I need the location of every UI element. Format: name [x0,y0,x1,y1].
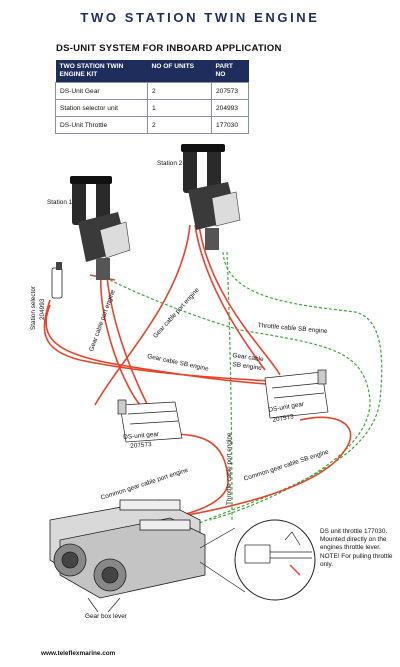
page-title: TWO STATION TWIN ENGINE [80,10,320,25]
kit-table-header: NO OF UNITS [147,60,212,83]
station-selector-label: Station selector [30,285,37,330]
throttle-note: DS unit throttle 177030. Mounted directl… [320,528,393,568]
table-row: DS-Unit Throttle 2 177030 [55,116,249,134]
station2-label: Station 2 [157,160,183,167]
ds-unit-gear-right [264,369,329,419]
page-subtitle: DS-UNIT SYSTEM FOR INBOARD APPLICATION [56,43,282,54]
gear-cable-sb-station1b [45,304,301,387]
gear-cables [43,224,352,521]
throttle-detail [199,519,316,601]
common-gear-cable-sb [159,416,352,521]
gear-box-lever-pointers [87,597,121,613]
engines [49,499,206,599]
gear-cable-port-station1 [100,264,141,406]
gear-box-lever-label: Gear box lever [85,613,127,620]
station2-control [181,144,241,250]
gear-cable-sb-station2b [198,224,281,376]
gear-cable-sb-station2 [194,224,266,371]
gear-cable-port-station1b [105,264,151,411]
gear-cable-port-station2 [94,224,191,406]
kit-table: TWO STATION TWIN ENGINE KIT NO OF UNITS … [55,60,249,134]
footer-url[interactable]: www.teleflexmarine.com [41,650,116,657]
kit-table-header: PART NO [211,60,249,83]
station1-label: Station 1 [47,199,73,206]
station-selector-part: 204993 [39,298,46,320]
kit-table-header-row: TWO STATION TWIN ENGINE KIT NO OF UNITS … [55,60,249,83]
gear-cable-sb-station1 [43,299,291,383]
station1-control [70,176,131,280]
throttle-cable-port-engine-label: Throttle cable port engine [226,432,233,505]
kit-table-header: TWO STATION TWIN ENGINE KIT [55,60,148,83]
ds-unit-gear-left [117,399,183,443]
table-cell: 177030 [211,116,249,134]
station-selector-unit [51,262,63,299]
